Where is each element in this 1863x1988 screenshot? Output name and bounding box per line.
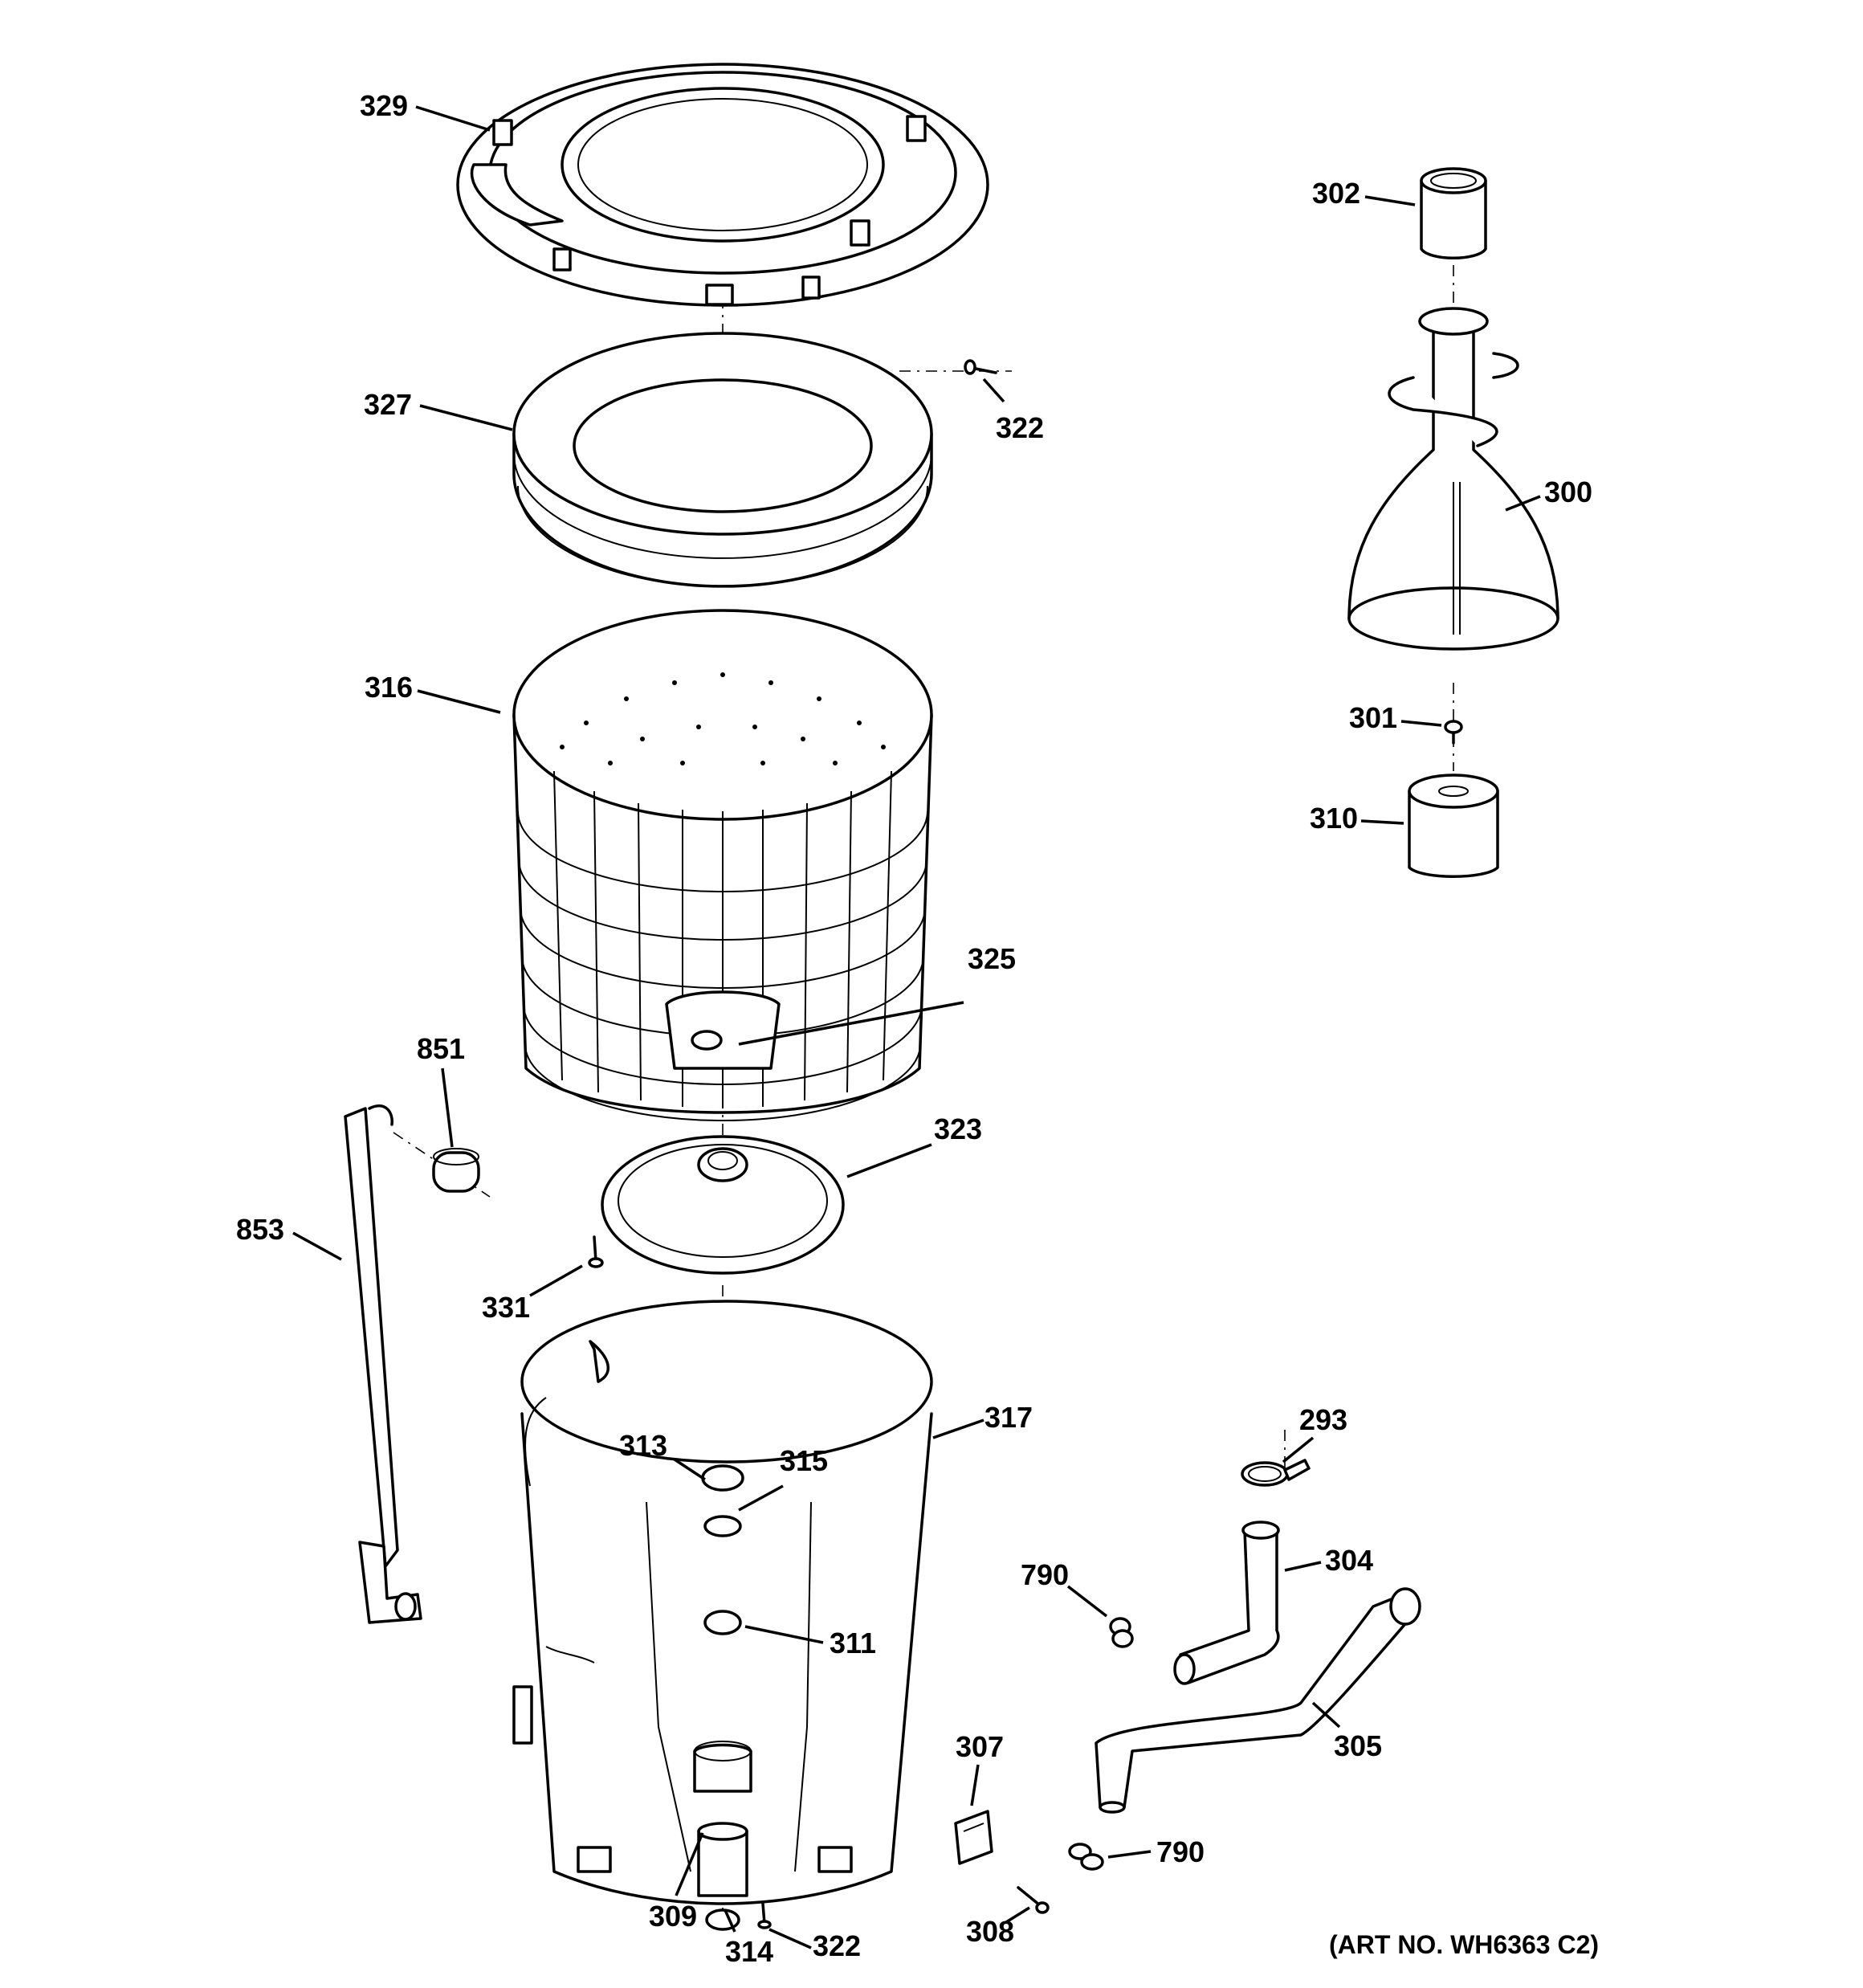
part-316-wash-basket xyxy=(512,609,933,1121)
leader-313 xyxy=(674,1458,706,1481)
basket-grid xyxy=(517,770,928,1121)
leader-301 xyxy=(1400,720,1442,727)
callout-305[interactable]: 305 xyxy=(1334,1729,1382,1762)
leader-329 xyxy=(415,105,491,132)
leader-322a xyxy=(982,378,1005,403)
part-322-screw-top xyxy=(964,359,997,375)
leader-790b xyxy=(1107,1850,1152,1859)
leader-311 xyxy=(744,1625,824,1644)
leader-300 xyxy=(1505,495,1541,512)
callout-790-lower[interactable]: 790 xyxy=(1156,1835,1205,1868)
leader-315 xyxy=(738,1484,784,1512)
callout-293[interactable]: 293 xyxy=(1299,1403,1347,1436)
callout-labels: 329 327 322 316 325 851 853 323 331 317 … xyxy=(236,89,1592,1968)
part-323-hub-plate xyxy=(601,1135,845,1275)
part-322-screw-bottom xyxy=(757,1902,772,1929)
part-853-hose xyxy=(344,1104,422,1624)
part-329-tub-cover xyxy=(456,63,989,307)
callout-323[interactable]: 323 xyxy=(934,1112,982,1145)
leader-314 xyxy=(724,1909,736,1933)
part-301-fastener xyxy=(1444,720,1463,745)
callout-851[interactable]: 851 xyxy=(417,1032,465,1065)
callout-313[interactable]: 313 xyxy=(619,1429,667,1462)
leader-327 xyxy=(419,404,513,431)
callout-307[interactable]: 307 xyxy=(956,1730,1004,1763)
basket-perforations xyxy=(560,672,886,765)
callout-315[interactable]: 315 xyxy=(780,1444,828,1477)
leader-323 xyxy=(846,1143,932,1178)
leader-317 xyxy=(932,1419,984,1439)
leader-308 xyxy=(1005,1906,1030,1924)
callout-316[interactable]: 316 xyxy=(365,671,413,704)
leader-305 xyxy=(1311,1701,1341,1729)
leader-851 xyxy=(441,1067,454,1148)
leader-lines xyxy=(292,105,1541,1949)
leader-304 xyxy=(1284,1561,1322,1572)
callout-311[interactable]: 311 xyxy=(830,1627,876,1659)
callout-301[interactable]: 301 xyxy=(1349,701,1397,734)
callout-302[interactable]: 302 xyxy=(1312,177,1360,210)
leader-322b xyxy=(768,1928,812,1949)
part-327-balance-ring xyxy=(512,332,933,588)
part-305-drain-hose xyxy=(1095,1587,1421,1814)
part-317-outer-tub xyxy=(512,1300,933,1905)
part-790-clamp-lower xyxy=(1068,1843,1104,1871)
callout-790-upper[interactable]: 790 xyxy=(1021,1558,1069,1591)
part-308-screw xyxy=(1017,1886,1050,1914)
callout-322-top[interactable]: 322 xyxy=(996,411,1044,444)
leader-316 xyxy=(417,689,501,714)
callout-853[interactable]: 853 xyxy=(236,1213,284,1246)
leader-309 xyxy=(675,1832,704,1896)
part-310-coupling xyxy=(1408,774,1499,878)
leader-293 xyxy=(1282,1436,1315,1463)
callout-327[interactable]: 327 xyxy=(364,388,412,421)
leader-307 xyxy=(970,1764,980,1806)
leader-310 xyxy=(1360,819,1404,825)
part-300-agitator xyxy=(1347,307,1559,651)
leader-325 xyxy=(738,1001,964,1046)
callout-317[interactable]: 317 xyxy=(984,1401,1033,1434)
part-851-cap xyxy=(432,1148,480,1193)
callout-314[interactable]: 314 xyxy=(725,1935,773,1968)
art-number: (ART NO. WH6363 C2) xyxy=(1329,1930,1599,1959)
callout-308[interactable]: 308 xyxy=(966,1915,1014,1948)
callout-304[interactable]: 304 xyxy=(1325,1544,1373,1577)
part-293-clamp xyxy=(1241,1459,1311,1487)
part-331-screw xyxy=(588,1235,604,1268)
callout-310[interactable]: 310 xyxy=(1310,802,1358,835)
part-314-washer xyxy=(705,1908,740,1931)
leader-853 xyxy=(292,1231,342,1261)
callout-331[interactable]: 331 xyxy=(482,1291,530,1324)
callout-329[interactable]: 329 xyxy=(360,89,408,122)
callout-322-bottom[interactable]: 322 xyxy=(813,1929,861,1962)
part-307-bracket xyxy=(954,1810,993,1865)
callout-300[interactable]: 300 xyxy=(1544,476,1592,508)
part-790-clamp-upper xyxy=(1109,1617,1134,1648)
leader-790a xyxy=(1066,1585,1108,1618)
callout-309[interactable]: 309 xyxy=(649,1900,697,1933)
part-304-drain-hose-elbow xyxy=(1173,1521,1280,1685)
callout-325[interactable]: 325 xyxy=(968,942,1016,975)
leader-302 xyxy=(1364,195,1416,206)
leader-331 xyxy=(529,1264,583,1297)
part-302-cap xyxy=(1420,167,1487,259)
